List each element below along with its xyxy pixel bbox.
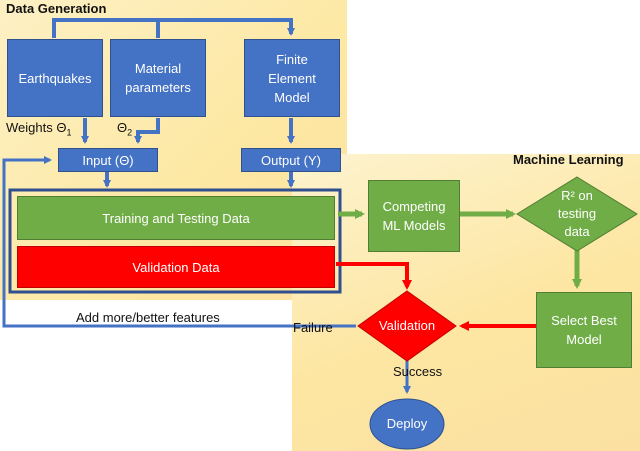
material-parameters-box: Material parameters — [110, 39, 206, 117]
dataset-container — [8, 188, 342, 294]
output-label: Output (Y) — [261, 152, 321, 168]
earthquakes-box: Earthquakes — [7, 39, 103, 117]
r2-decision-label: R² on testing data — [557, 188, 597, 239]
deploy-text: Deploy — [370, 414, 444, 434]
finite-element-model-label: Finite Element Model — [268, 51, 316, 105]
success-label: Success — [393, 364, 443, 379]
add-features-label: Add more/better features — [76, 310, 220, 325]
deploy-terminator — [369, 398, 445, 450]
input-box: Input (Θ) — [58, 148, 158, 172]
select-best-model-box: Select Best Model — [536, 292, 632, 368]
validation-decision-label: Validation — [378, 318, 436, 333]
validation-data-to-validation-arrow — [336, 262, 412, 290]
weights-label: Weights Θ1 — [6, 120, 72, 138]
finite-element-model-box: Finite Element Model — [244, 39, 340, 117]
input-label: Input (Θ) — [82, 152, 134, 168]
validation-data-box: Validation Data — [17, 246, 335, 288]
theta1-subscript: 1 — [66, 127, 72, 138]
output-box: Output (Y) — [241, 148, 341, 172]
material-to-input-arrow — [134, 118, 160, 144]
feedback-loop-connector — [2, 156, 356, 328]
data-generation-title: Data Generation — [6, 1, 107, 16]
validation-decision-text: Validation — [362, 316, 452, 336]
material-parameters-label: Material parameters — [125, 61, 191, 95]
training-testing-data-box: Training and Testing Data — [17, 196, 335, 240]
r2-decision-text: R² on testing data — [537, 188, 617, 240]
training-testing-data-label: Training and Testing Data — [102, 210, 250, 226]
machine-learning-title: Machine Learning — [513, 152, 624, 167]
theta1-symbol: Θ — [56, 120, 67, 135]
deploy-label: Deploy — [386, 416, 428, 431]
r2-decision-diamond — [516, 176, 638, 252]
theta2-label: Θ2 — [117, 120, 132, 138]
validation-decision-diamond — [357, 290, 457, 362]
theta2-symbol: Θ — [117, 120, 128, 135]
top-bus-connector — [52, 18, 295, 38]
failure-label: Failure — [293, 320, 333, 335]
theta2-subscript: 2 — [127, 127, 133, 138]
weights-text: Weights — [6, 120, 53, 135]
validation-data-label: Validation Data — [132, 259, 220, 275]
competing-ml-models-label: Competing ML Models — [382, 199, 446, 233]
select-best-model-label: Select Best Model — [551, 313, 617, 347]
competing-ml-models-box: Competing ML Models — [368, 180, 460, 252]
earthquakes-label: Earthquakes — [18, 70, 92, 86]
